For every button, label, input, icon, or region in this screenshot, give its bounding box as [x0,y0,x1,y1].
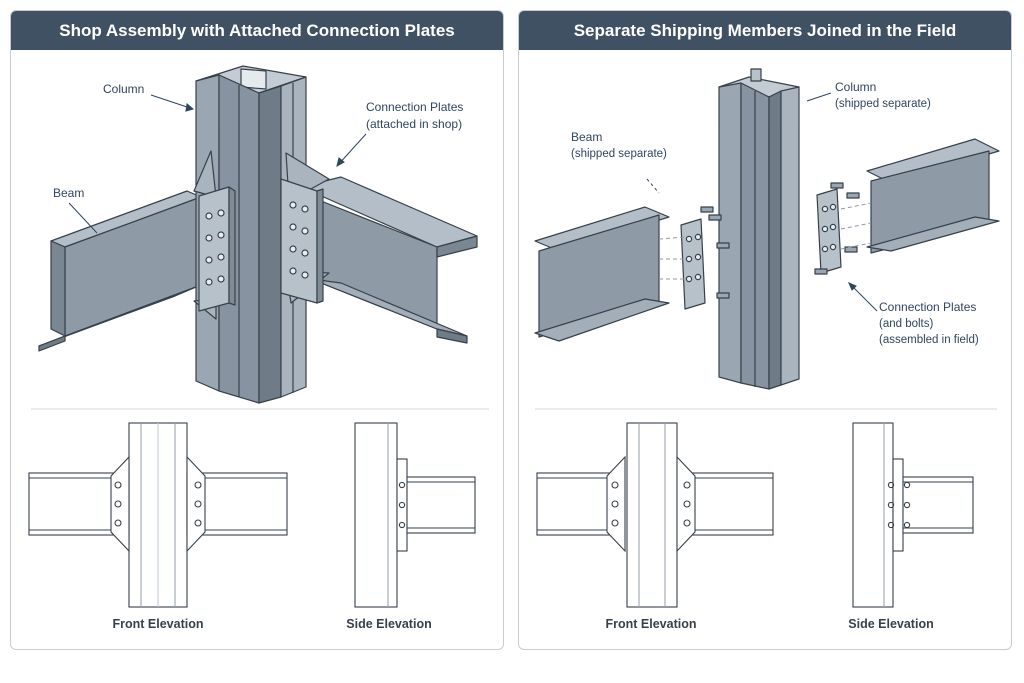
field-assembly-3d-view [534,68,1000,390]
field-assembly-title: Separate Shipping Members Joined in the … [519,11,1011,50]
shop-bolt-holes [205,201,309,286]
beam-label: Beam [53,186,84,200]
beam-note-separate: (shipped separate) [571,148,667,160]
column-3d-separate [718,68,800,390]
connection-plates-note-field: (assembled in field) [879,334,979,346]
shop-assembly-diagram: Column Beam Connection Plates (attached … [28,65,489,631]
alignment-lines [658,202,872,280]
connection-plates-label-field: Connection Plates [879,300,976,314]
beam-right-3d [300,176,478,344]
front-elevation-drawing [28,422,288,608]
shop-leader-lines [68,94,367,234]
shop-assembly-title: Shop Assembly with Attached Connection P… [11,11,503,50]
beam-left-separate [534,206,670,342]
front-elevation-drawing-field [536,422,774,608]
beam-left-3d [38,190,202,352]
beam-right-separate [866,138,1000,254]
connection-plates-sub-field: (and bolts) [879,318,934,330]
connection-plate-right-separate [816,188,842,274]
side-elevation-drawing [354,422,476,608]
connection-plates-note: (attached in shop) [366,117,462,131]
column-label: Column [103,82,144,96]
side-elevation-drawing-field [852,422,974,608]
field-leader-lines [646,92,878,312]
field-assembly-panel: Separate Shipping Members Joined in the … [518,10,1012,650]
loose-bolts [700,182,860,299]
connection-plate-left-separate [680,218,706,310]
beam-label-separate: Beam [571,130,602,144]
side-elevation-caption: Side Elevation [346,617,431,631]
column-note-separate: (shipped separate) [835,98,931,110]
side-elevation-caption-field: Side Elevation [848,617,933,631]
shop-assembly-panel: Shop Assembly with Attached Connection P… [10,10,504,650]
column-label-separate: Column [835,80,876,94]
shop-assembly-3d-view [38,65,478,404]
front-elevation-caption: Front Elevation [113,617,204,631]
field-assembly-diagram: Column (shipped separate) Beam (shipped … [534,68,1000,631]
front-elevation-caption-field: Front Elevation [606,617,697,631]
connection-plates-label: Connection Plates [366,100,463,114]
